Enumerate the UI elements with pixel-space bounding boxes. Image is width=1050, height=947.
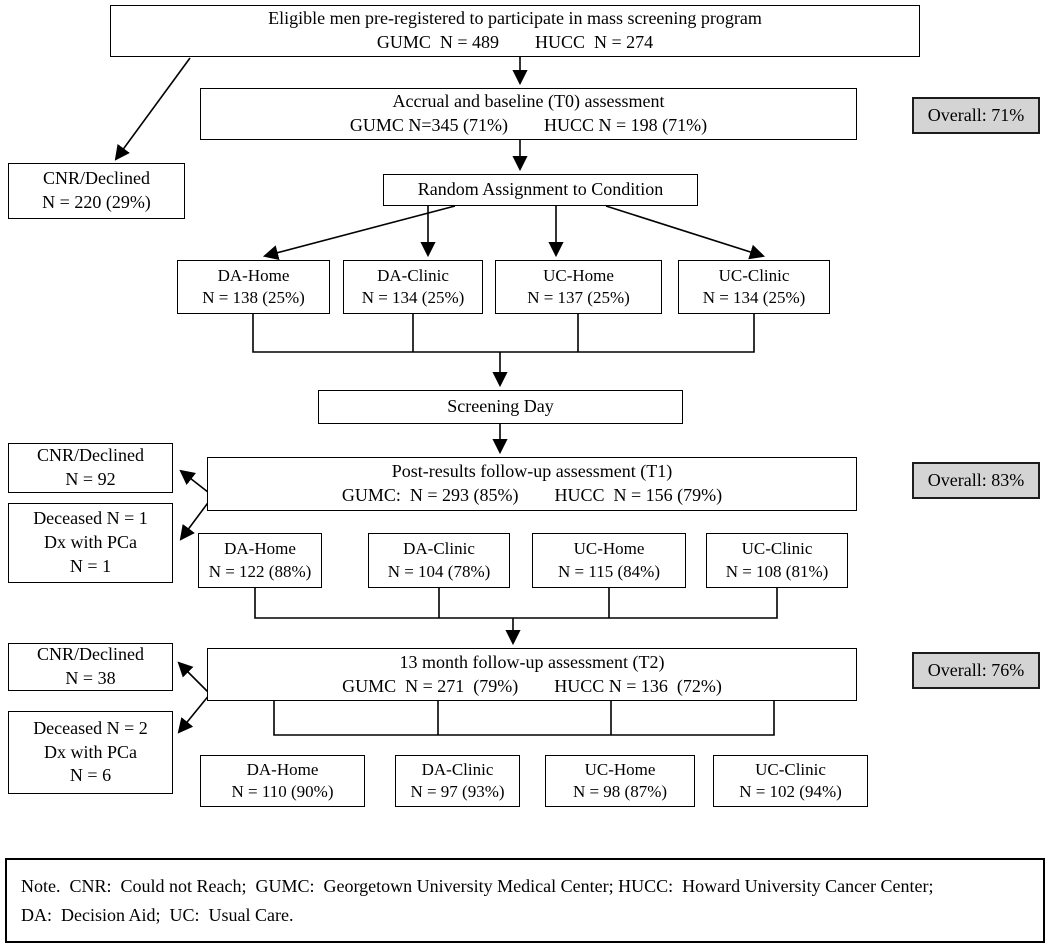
deceased-t1-line3: N = 1 bbox=[69, 555, 112, 576]
arm-count: N = 102 (94%) bbox=[739, 782, 842, 801]
arm-label: UC-Home bbox=[543, 265, 614, 285]
arm-label: UC-Clinic bbox=[741, 539, 813, 559]
arm-t1-da-clinic: DA-Clinic N = 104 (78%) bbox=[368, 533, 510, 588]
accrual-line1: Accrual and baseline (T0) assessment bbox=[392, 91, 665, 112]
arm-t0-da-home: DA-Home N = 138 (25%) bbox=[177, 260, 330, 314]
deceased-t2-line1: Deceased N = 2 bbox=[33, 717, 148, 738]
overall-t0-badge: Overall: 71% bbox=[912, 97, 1040, 134]
t1-assessment-box: Post-results follow-up assessment (T1) G… bbox=[207, 457, 857, 511]
arm-count: N = 97 (93%) bbox=[410, 782, 505, 801]
deceased-t1-line2: Dx with PCa bbox=[43, 532, 137, 553]
screening-day-label: Screening Day bbox=[447, 396, 554, 417]
arm-count: N = 110 (90%) bbox=[231, 782, 334, 801]
cnr-declined-t1-box: CNR/Declined N = 92 bbox=[8, 443, 173, 493]
t2-assessment-box: 13 month follow-up assessment (T2) GUMC … bbox=[207, 648, 857, 701]
eligible-line2: GUMC N = 489 HUCC N = 274 bbox=[376, 32, 654, 52]
overall-t2-label: Overall: 76% bbox=[927, 659, 1025, 680]
arm-count: N = 98 (87%) bbox=[572, 782, 668, 801]
arm-label: DA-Home bbox=[217, 265, 290, 285]
random-assignment-label: Random Assignment to Condition bbox=[417, 179, 664, 200]
eligible-line1: Eligible men pre-registered to participa… bbox=[268, 8, 762, 29]
t1-line1: Post-results follow-up assessment (T1) bbox=[391, 461, 673, 482]
deceased-t2-line3: N = 6 bbox=[69, 765, 112, 786]
arm-count: N = 115 (84%) bbox=[558, 561, 660, 581]
arm-count: N = 134 (25%) bbox=[361, 288, 465, 307]
arm-t1-uc-home: UC-Home N = 115 (84%) bbox=[532, 533, 686, 588]
random-assignment-box: Random Assignment to Condition bbox=[383, 174, 698, 206]
arm-label: DA-Home bbox=[246, 759, 319, 779]
t1-line2: GUMC: N = 293 (85%) HUCC N = 156 (79%) bbox=[341, 485, 723, 505]
arm-label: DA-Home bbox=[224, 539, 296, 559]
arm-t2-uc-clinic: UC-Clinic N = 102 (94%) bbox=[713, 755, 868, 807]
note-line1: Note. CNR: Could not Reach; GUMC: George… bbox=[21, 876, 934, 896]
arm-label: DA-Clinic bbox=[421, 759, 494, 779]
arm-label: UC-Clinic bbox=[718, 265, 790, 285]
arm-label: DA-Clinic bbox=[403, 539, 475, 559]
cnr-t1-line1: CNR/Declined bbox=[37, 445, 144, 466]
arm-label: UC-Clinic bbox=[755, 759, 826, 779]
cnr-t2-line1: CNR/Declined bbox=[37, 644, 144, 665]
arm-count: N = 137 (25%) bbox=[527, 288, 630, 307]
cnr-t1-line2: N = 92 bbox=[65, 469, 116, 489]
deceased-t2-box: Deceased N = 2 Dx with PCa N = 6 bbox=[8, 711, 173, 794]
arm-t0-uc-clinic: UC-Clinic N = 134 (25%) bbox=[678, 260, 830, 314]
t2-line1: 13 month follow-up assessment (T2) bbox=[399, 651, 665, 672]
overall-t1-label: Overall: 83% bbox=[927, 469, 1025, 490]
t2-line2: GUMC N = 271 (79%) HUCC N = 136 (72%) bbox=[342, 675, 722, 696]
arm-count: N = 134 (25%) bbox=[702, 288, 806, 307]
arm-count: N = 122 (88%) bbox=[208, 561, 312, 581]
note-line2: DA: Decision Aid; UC: Usual Care. bbox=[21, 904, 294, 925]
overall-t2-badge: Overall: 76% bbox=[912, 652, 1040, 689]
accrual-box: Accrual and baseline (T0) assessment GUM… bbox=[200, 88, 857, 140]
deceased-t1-line1: Deceased N = 1 bbox=[33, 508, 148, 529]
arm-count: N = 104 (78%) bbox=[387, 561, 491, 581]
cnr-t0-line2: N = 220 (29%) bbox=[42, 192, 151, 212]
arm-t2-da-clinic: DA-Clinic N = 97 (93%) bbox=[395, 755, 520, 807]
arm-t0-uc-home: UC-Home N = 137 (25%) bbox=[495, 260, 662, 314]
arm-label: DA-Clinic bbox=[377, 265, 449, 285]
overall-t1-badge: Overall: 83% bbox=[912, 462, 1040, 499]
arm-label: UC-Home bbox=[584, 759, 656, 779]
arm-t2-da-home: DA-Home N = 110 (90%) bbox=[200, 755, 365, 807]
arm-t0-da-clinic: DA-Clinic N = 134 (25%) bbox=[343, 260, 483, 314]
cnr-declined-t2-box: CNR/Declined N = 38 bbox=[8, 643, 173, 691]
arm-t1-da-home: DA-Home N = 122 (88%) bbox=[198, 533, 322, 588]
screening-day-box: Screening Day bbox=[318, 390, 683, 424]
cnr-t0-line1: CNR/Declined bbox=[43, 168, 150, 189]
arm-t1-uc-clinic: UC-Clinic N = 108 (81%) bbox=[706, 533, 848, 588]
eligible-box: Eligible men pre-registered to participa… bbox=[110, 5, 920, 57]
accrual-line2: GUMC N=345 (71%) HUCC N = 198 (71%) bbox=[349, 115, 708, 135]
cnr-declined-t0-box: CNR/Declined N = 220 (29%) bbox=[8, 163, 185, 219]
arm-t2-uc-home: UC-Home N = 98 (87%) bbox=[545, 755, 695, 807]
arm-count: N = 138 (25%) bbox=[202, 288, 305, 307]
cnr-t2-line2: N = 38 bbox=[65, 668, 116, 688]
overall-t0-label: Overall: 71% bbox=[927, 104, 1025, 125]
arm-label: UC-Home bbox=[573, 539, 645, 559]
deceased-t1-box: Deceased N = 1 Dx with PCa N = 1 bbox=[8, 503, 173, 583]
arm-count: N = 108 (81%) bbox=[725, 561, 829, 581]
note-box: Note. CNR: Could not Reach; GUMC: George… bbox=[5, 858, 1045, 943]
deceased-t2-line2: Dx with PCa bbox=[43, 741, 137, 762]
